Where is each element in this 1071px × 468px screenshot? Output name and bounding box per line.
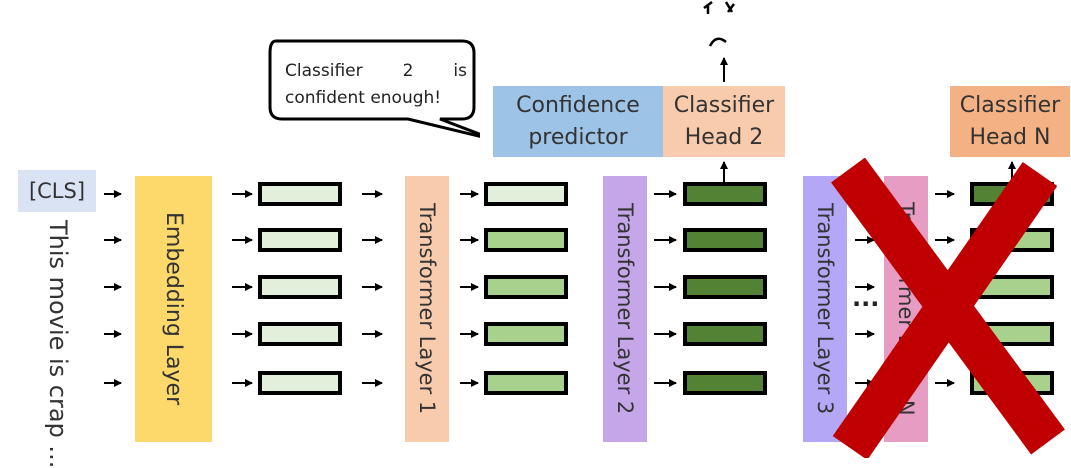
red-cross-icon (831, 158, 1065, 458)
transformer-layer-3-label: Transformer Layer 3 (813, 203, 837, 415)
layer1-output-cell (484, 371, 568, 395)
diagram-canvas (104, 57, 1054, 395)
layers-ellipsis: ... (852, 284, 880, 312)
layer1-output-cell (484, 182, 568, 206)
transformer-layer-3-box: Transformer Layer 3 (803, 176, 847, 442)
layer2-output-cell (683, 322, 767, 346)
input-sentence: This movie is crap ... (44, 220, 72, 468)
classifier-head-2-box: Classifier Head 2 (663, 86, 785, 157)
headn-line-2: Head N (969, 124, 1051, 150)
head2-line-2: Head 2 (684, 124, 764, 150)
cells-group (258, 182, 1054, 395)
layer2-output-cell (683, 228, 767, 252)
headn-line-1: Classifier (959, 92, 1061, 118)
embedding-output-cell (258, 322, 342, 346)
cls-token-label: [CLS] (28, 179, 86, 203)
arrows-group (104, 57, 1016, 387)
embedding-output-cell (258, 228, 342, 252)
bubble-word-classifier: Classifier (285, 61, 363, 81)
transformer-layer-2-box: Transformer Layer 2 (603, 176, 647, 442)
layer1-output-cell (484, 275, 568, 299)
classifier-head-n-box: Classifier Head N (950, 86, 1070, 157)
confidence-line-1: Confidence (516, 92, 640, 118)
layer2-output-cell (683, 182, 767, 206)
bubble-word-2: 2 (402, 61, 414, 81)
transformer-layer-1-label: Transformer Layer 1 (415, 203, 439, 415)
early-exit-diagram: Classifier 2 is confident enough! Confid… (18, 1, 1070, 468)
embedding-layer-label: Embedding Layer (161, 212, 186, 406)
bubble-line-2: confident enough! (285, 88, 442, 108)
layer2-output-cell (683, 371, 767, 395)
embedding-output-cell (258, 371, 342, 395)
embedding-output-cell (258, 182, 342, 206)
sad-face-icon (703, 1, 735, 47)
confidence-predictor-box: Confidence predictor (493, 86, 663, 157)
embedding-output-cell (258, 275, 342, 299)
head2-line-1: Classifier (673, 92, 775, 118)
embedding-layer-box: Embedding Layer (135, 176, 212, 442)
cls-token-box: [CLS] (18, 170, 96, 212)
bubble-word-is: is (453, 61, 467, 81)
speech-bubble (268, 39, 480, 138)
layer1-output-cell (484, 322, 568, 346)
transformer-layer-1-box: Transformer Layer 1 (405, 176, 449, 442)
confidence-line-2: predictor (528, 124, 628, 150)
layer1-output-cell (484, 228, 568, 252)
layer2-output-cell (683, 275, 767, 299)
bubble-text: Classifier 2 is confident enough! (285, 58, 467, 112)
transformer-layer-2-label: Transformer Layer 2 (613, 203, 637, 415)
